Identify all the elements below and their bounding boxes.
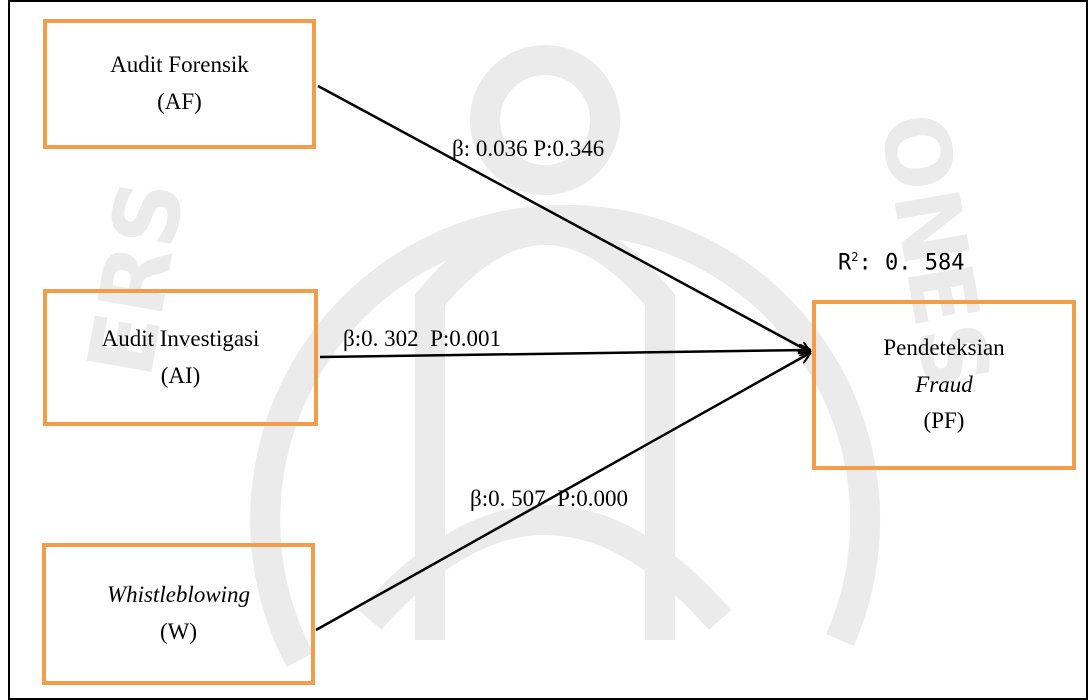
node-af-code: (AF) [157,89,202,114]
path-label-w: β:0. 507 P:0.000 [470,486,628,512]
arrow-w-to-pf [315,353,810,632]
arrow-af-to-pf [317,84,810,352]
path-label-w-p: P:0.000 [557,486,629,511]
arrow-ai-to-pf [319,350,810,359]
path-label-ai-beta: β:0. 302 [343,326,419,351]
node-w-name: Whistleblowing [106,582,251,608]
r-squared-value: : 0. 584 [858,250,965,276]
node-pendeteksian-fraud: Pendeteksian Fraud (PF) [812,300,1076,470]
path-label-ai: β:0. 302 P:0.001 [343,326,501,352]
path-label-af: β: 0.036 P:0.346 [452,136,605,161]
node-pf-name-italic: Fraud [915,371,973,397]
node-ai-code: (AI) [160,362,201,388]
diagram-frame [8,0,1088,700]
node-ai-name: Audit Investigasi [101,325,260,351]
path-label-ai-p: P:0.001 [430,326,502,351]
node-audit-forensik: Audit Forensik (AF) [43,19,316,149]
node-af-name: Audit Forensik [110,52,249,78]
node-pf-name: Pendeteksian [883,334,1005,360]
path-label-w-beta: β:0. 507 [470,486,546,511]
r-squared-label: R2: 0. 584 [838,250,964,275]
node-pf-code: (PF) [923,408,965,434]
r-squared-superscript: 2 [851,250,859,264]
node-audit-investigasi: Audit Investigasi (AI) [43,289,318,426]
node-whistleblowing: Whistleblowing (W) [42,543,315,685]
node-w-code: (W) [159,619,198,644]
r-squared-symbol: R [838,250,852,276]
